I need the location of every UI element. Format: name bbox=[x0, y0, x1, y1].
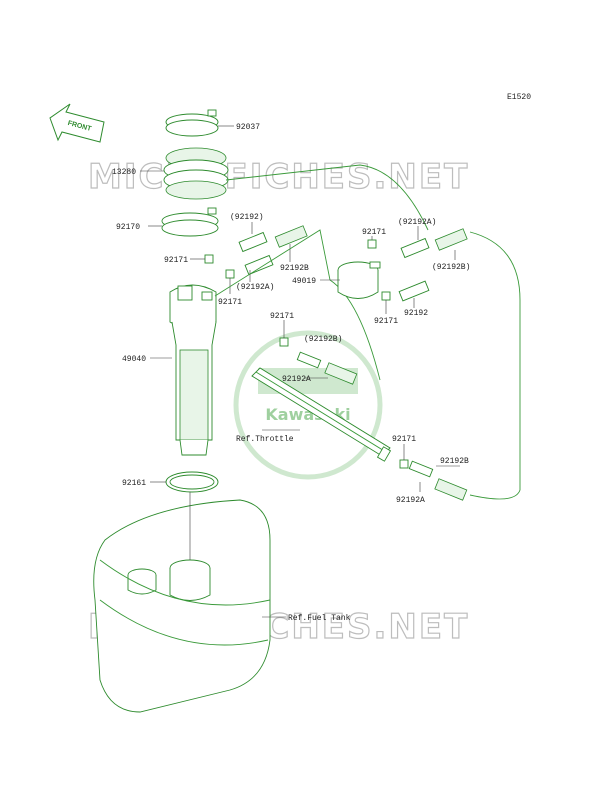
fuel-filter-49019 bbox=[337, 261, 381, 299]
hose-92192A-c bbox=[324, 362, 358, 385]
tube-92192B-c bbox=[296, 351, 322, 369]
label-49019: 49019 bbox=[292, 277, 316, 286]
tube-92192A-b bbox=[400, 237, 430, 259]
clip-92171-d bbox=[381, 291, 391, 301]
tube-92192-top bbox=[238, 231, 268, 253]
label-92170: 92170 bbox=[116, 223, 140, 232]
label-13280: 13280 bbox=[112, 168, 136, 177]
clamp-92037 bbox=[165, 109, 219, 137]
front-arrow-icon: FRONT bbox=[49, 103, 105, 143]
label-92192-right: 92192 bbox=[404, 309, 428, 318]
label-92037: 92037 bbox=[236, 123, 260, 132]
label-92171-b: 92171 bbox=[218, 298, 242, 307]
diagram-code: E1520 bbox=[507, 93, 531, 102]
clip-92171-e bbox=[279, 337, 289, 347]
label-92171-d: 92171 bbox=[374, 317, 398, 326]
hose-92192B-b bbox=[434, 228, 468, 251]
label-92161: 92161 bbox=[122, 479, 146, 488]
label-92171-e: 92171 bbox=[270, 312, 294, 321]
label-92192B-b: (92192B) bbox=[432, 263, 470, 272]
throttle-body bbox=[251, 367, 392, 462]
tube-92192-right bbox=[398, 280, 430, 302]
label-92192-top: (92192) bbox=[230, 213, 264, 222]
label-92192B-c: (92192B) bbox=[304, 335, 342, 344]
oring-92161 bbox=[165, 471, 219, 493]
clip-92171-b bbox=[225, 269, 235, 279]
label-92171-a: 92171 bbox=[164, 256, 188, 265]
label-92171-f: 92171 bbox=[392, 435, 416, 444]
clip-92171-c bbox=[367, 239, 377, 249]
ref-fuel-tank: Ref.Fuel Tank bbox=[288, 614, 351, 623]
label-92192A-d: 92192A bbox=[396, 496, 425, 505]
label-92171-c: 92171 bbox=[362, 228, 386, 237]
clip-92171-a bbox=[204, 254, 214, 264]
hose-92192B-a bbox=[274, 225, 308, 248]
tube-92192B-d bbox=[408, 460, 434, 478]
label-92192B-a: 92192B bbox=[280, 264, 309, 273]
clip-92171-f bbox=[399, 459, 409, 469]
label-92192A-b: (92192A) bbox=[398, 218, 436, 227]
cap-13280 bbox=[163, 147, 229, 200]
fuel-pump-49040 bbox=[169, 284, 217, 456]
label-49040: 49040 bbox=[122, 355, 146, 364]
label-92192A-c: 92192A bbox=[282, 375, 311, 384]
label-92192B-d: 92192B bbox=[440, 457, 469, 466]
ref-throttle: Ref.Throttle bbox=[236, 435, 294, 444]
tube-92192A-a bbox=[244, 254, 274, 276]
fuel-tank bbox=[93, 499, 271, 713]
label-92192A-a: (92192A) bbox=[236, 283, 274, 292]
hose-92192A-d bbox=[434, 478, 468, 501]
watermark-top: MICROFICHES.NET bbox=[88, 157, 469, 197]
clamp-92170 bbox=[161, 207, 219, 237]
